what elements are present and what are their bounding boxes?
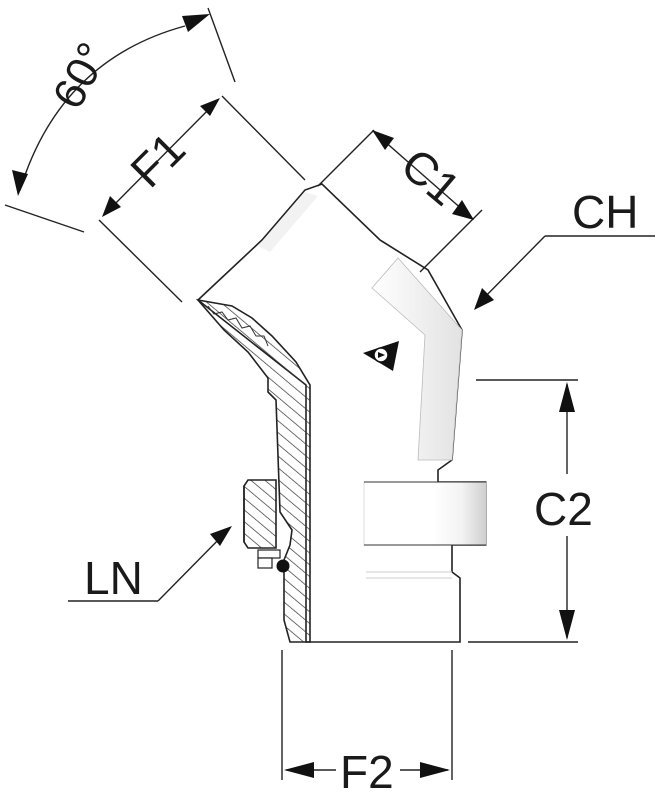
hex-nut	[363, 481, 487, 546]
fitting-body	[196, 183, 487, 643]
seal-ring	[257, 549, 290, 573]
section-threads	[207, 305, 269, 347]
c2-dimension: C2	[468, 379, 593, 643]
manufacturer-logo-icon	[363, 341, 399, 371]
locknut	[243, 479, 277, 549]
swept-arm	[371, 257, 463, 461]
ln-leader: LN	[68, 526, 232, 604]
f2-label: F2	[340, 746, 394, 794]
ch-leader: CH	[474, 186, 655, 310]
upper-thread-edge	[258, 192, 318, 252]
f2-dimension: F2	[281, 650, 453, 794]
ch-label: CH	[572, 186, 638, 238]
cross-section	[195, 298, 311, 643]
c1-label: C1	[392, 138, 470, 216]
angle-label: 60°	[44, 35, 119, 117]
ln-label: LN	[84, 552, 143, 604]
c2-label: C2	[534, 483, 593, 535]
